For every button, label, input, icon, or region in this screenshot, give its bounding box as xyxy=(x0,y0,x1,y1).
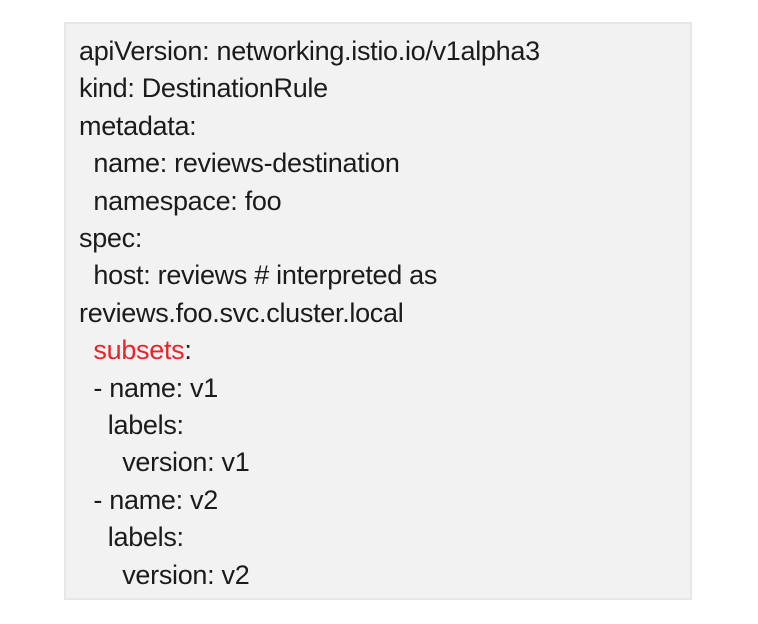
code-line: version: v2 xyxy=(79,557,680,594)
code-line: apiVersion: networking.istio.io/v1alpha3 xyxy=(79,33,680,70)
code-token: namespace: foo xyxy=(79,185,282,216)
highlighted-token: subsets xyxy=(93,335,185,366)
code-token: labels: xyxy=(79,522,184,553)
code-line: labels: xyxy=(79,519,680,556)
yaml-code-lines: apiVersion: networking.istio.io/v1alpha3… xyxy=(79,33,680,594)
code-token: metadata: xyxy=(79,110,197,141)
code-line: - name: v1 xyxy=(79,370,680,407)
code-token: apiVersion: networking.istio.io/v1alpha3 xyxy=(79,36,540,66)
code-token: - name: v2 xyxy=(79,484,218,515)
code-token: : xyxy=(184,335,192,366)
code-token: version: v1 xyxy=(79,447,250,478)
code-token: version: v2 xyxy=(79,559,250,590)
code-line: kind: DestinationRule xyxy=(79,70,680,107)
yaml-code-box: apiVersion: networking.istio.io/v1alpha3… xyxy=(64,22,692,600)
code-line: host: reviews # interpreted as xyxy=(79,257,680,294)
code-token: reviews.foo.svc.cluster.local xyxy=(79,297,404,328)
code-line: reviews.foo.svc.cluster.local xyxy=(79,295,680,332)
code-token: spec: xyxy=(79,223,143,254)
code-line: version: v1 xyxy=(79,444,680,481)
code-line: spec: xyxy=(79,220,680,257)
code-token: name: reviews-destination xyxy=(79,148,400,179)
code-token xyxy=(79,335,93,365)
code-line: name: reviews-destination xyxy=(79,145,680,182)
code-line: namespace: foo xyxy=(79,183,680,220)
code-line: metadata: xyxy=(79,108,680,145)
code-line: subsets: xyxy=(79,332,680,369)
code-token: labels: xyxy=(79,410,184,441)
code-line: labels: xyxy=(79,407,680,444)
code-token: host: reviews # interpreted as xyxy=(79,260,438,291)
code-token: - name: v1 xyxy=(79,372,218,403)
code-line: - name: v2 xyxy=(79,482,680,519)
code-token: kind: DestinationRule xyxy=(79,73,328,104)
